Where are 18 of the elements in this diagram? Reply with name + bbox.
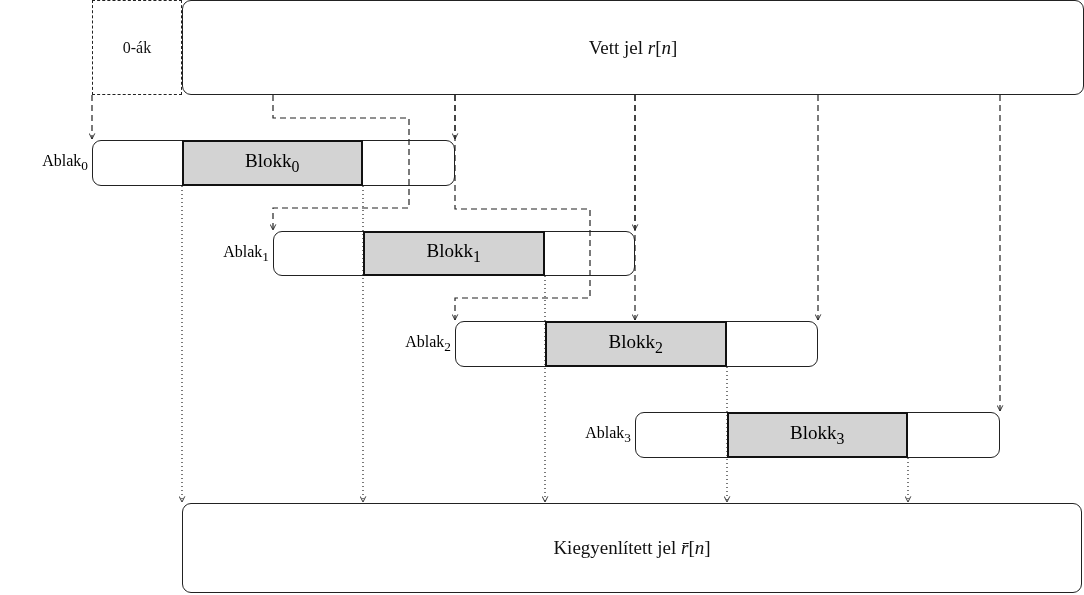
window-label: Ablak$_{3}$ [585, 424, 631, 447]
signal-box: Kiegyenlített jel r̄[n] [182, 503, 1082, 593]
block-box: Blokk$_{1}$ [362, 230, 545, 276]
arrow [996, 94, 1004, 412]
window-label: Ablak$_{0}$ [42, 152, 88, 175]
window-label: Ablak$_{2}$ [405, 333, 451, 356]
padding-box: 0-ák [92, 0, 182, 95]
block-box: Blokk$_{0}$ [181, 139, 363, 186]
block-box: Blokk$_{3}$ [726, 411, 908, 458]
arrow [723, 366, 731, 503]
arrow [269, 94, 410, 231]
arrow [814, 94, 822, 321]
arrow [631, 94, 639, 321]
block-box: Blokk$_{2}$ [544, 320, 727, 367]
window-label: Ablak$_{1}$ [223, 243, 269, 266]
signal-box: Vett jel r[n] [182, 0, 1084, 95]
arrow [451, 94, 591, 321]
arrow [88, 94, 96, 140]
